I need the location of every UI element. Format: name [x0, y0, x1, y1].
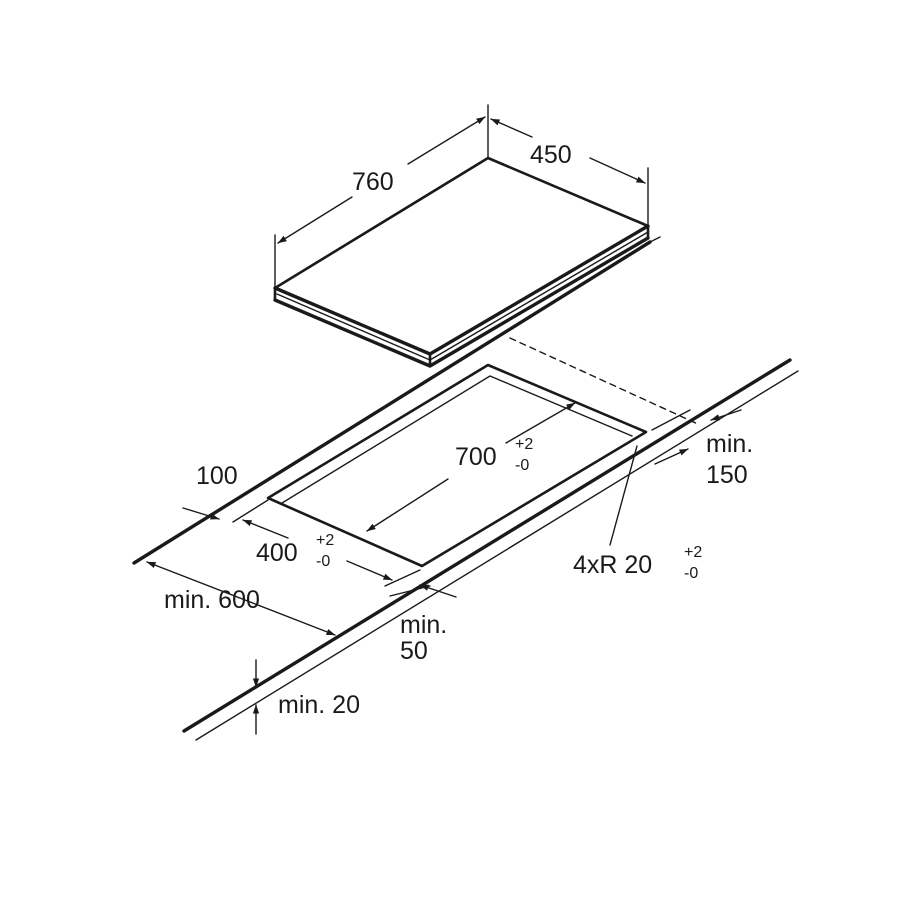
cutout-radius-tol-plus: +2: [684, 544, 703, 561]
hob-width-label: 760: [352, 168, 394, 196]
worktop-front-edge-lower: [195, 370, 799, 741]
dim-line-400-b: [346, 560, 393, 581]
dim-line-450-b: [589, 157, 646, 184]
front-clearance-label-line1: min.: [400, 611, 448, 639]
front-clearance-label-line2: 50: [400, 637, 428, 665]
dim-line-400-a: [242, 519, 289, 539]
cutout-width-tol-minus: -0: [316, 553, 331, 570]
cutout-width-label: 400: [256, 539, 298, 567]
dim-line-100: [182, 507, 220, 520]
ext-line-400-front: [384, 569, 421, 587]
cutout-radius-label: 4xR 20: [573, 551, 653, 579]
cutout: [266, 363, 648, 568]
worktop-front-edge-upper: [182, 358, 792, 733]
worktop-side-hidden-edge: [509, 337, 701, 426]
ext-line-min-150-a: [651, 409, 691, 431]
worktop-back-edge: [132, 240, 652, 565]
dim-line-760-a: [277, 196, 353, 244]
worktop: [132, 236, 799, 741]
cutout-length-tol-plus: +2: [515, 436, 534, 453]
hob-dimensions: [274, 104, 649, 289]
worktop-back-edge-end: [649, 236, 661, 243]
clearance-dimensions: [146, 409, 742, 735]
cutout-radius-tol-minus: -0: [684, 565, 699, 582]
hob-top-face: [275, 158, 648, 354]
dim-line-700-a: [366, 478, 449, 532]
cutout-outline: [266, 363, 648, 568]
hob-depth-label: 450: [530, 141, 572, 169]
dim-line-450-a: [490, 118, 533, 138]
dim-line-700-b: [505, 402, 576, 444]
cutout-width-tol-plus: +2: [316, 532, 335, 549]
dim-line-min-600: [146, 561, 336, 636]
dim-arrow-min-150-b: [654, 448, 689, 465]
cutout-dimensions: [232, 402, 638, 587]
hob: [273, 156, 650, 368]
depth-clearance-label: min. 600: [164, 586, 260, 614]
cutout-length-label: 700: [455, 443, 497, 471]
dim-arrow-min-150-a: [710, 409, 742, 421]
dim-line-min-50: [419, 584, 457, 598]
cutout-length-tol-minus: -0: [515, 457, 530, 474]
back-clearance-label: 100: [196, 462, 238, 490]
thickness-label: min. 20: [278, 691, 360, 719]
side-clearance-label-line1: min.: [706, 430, 754, 458]
cutout-inner-edge: [281, 375, 633, 504]
leader-radius: [609, 445, 638, 546]
side-clearance-label-line2: 150: [706, 461, 748, 489]
dim-line-760-b: [407, 116, 486, 165]
ext-line-400-left: [232, 499, 269, 523]
